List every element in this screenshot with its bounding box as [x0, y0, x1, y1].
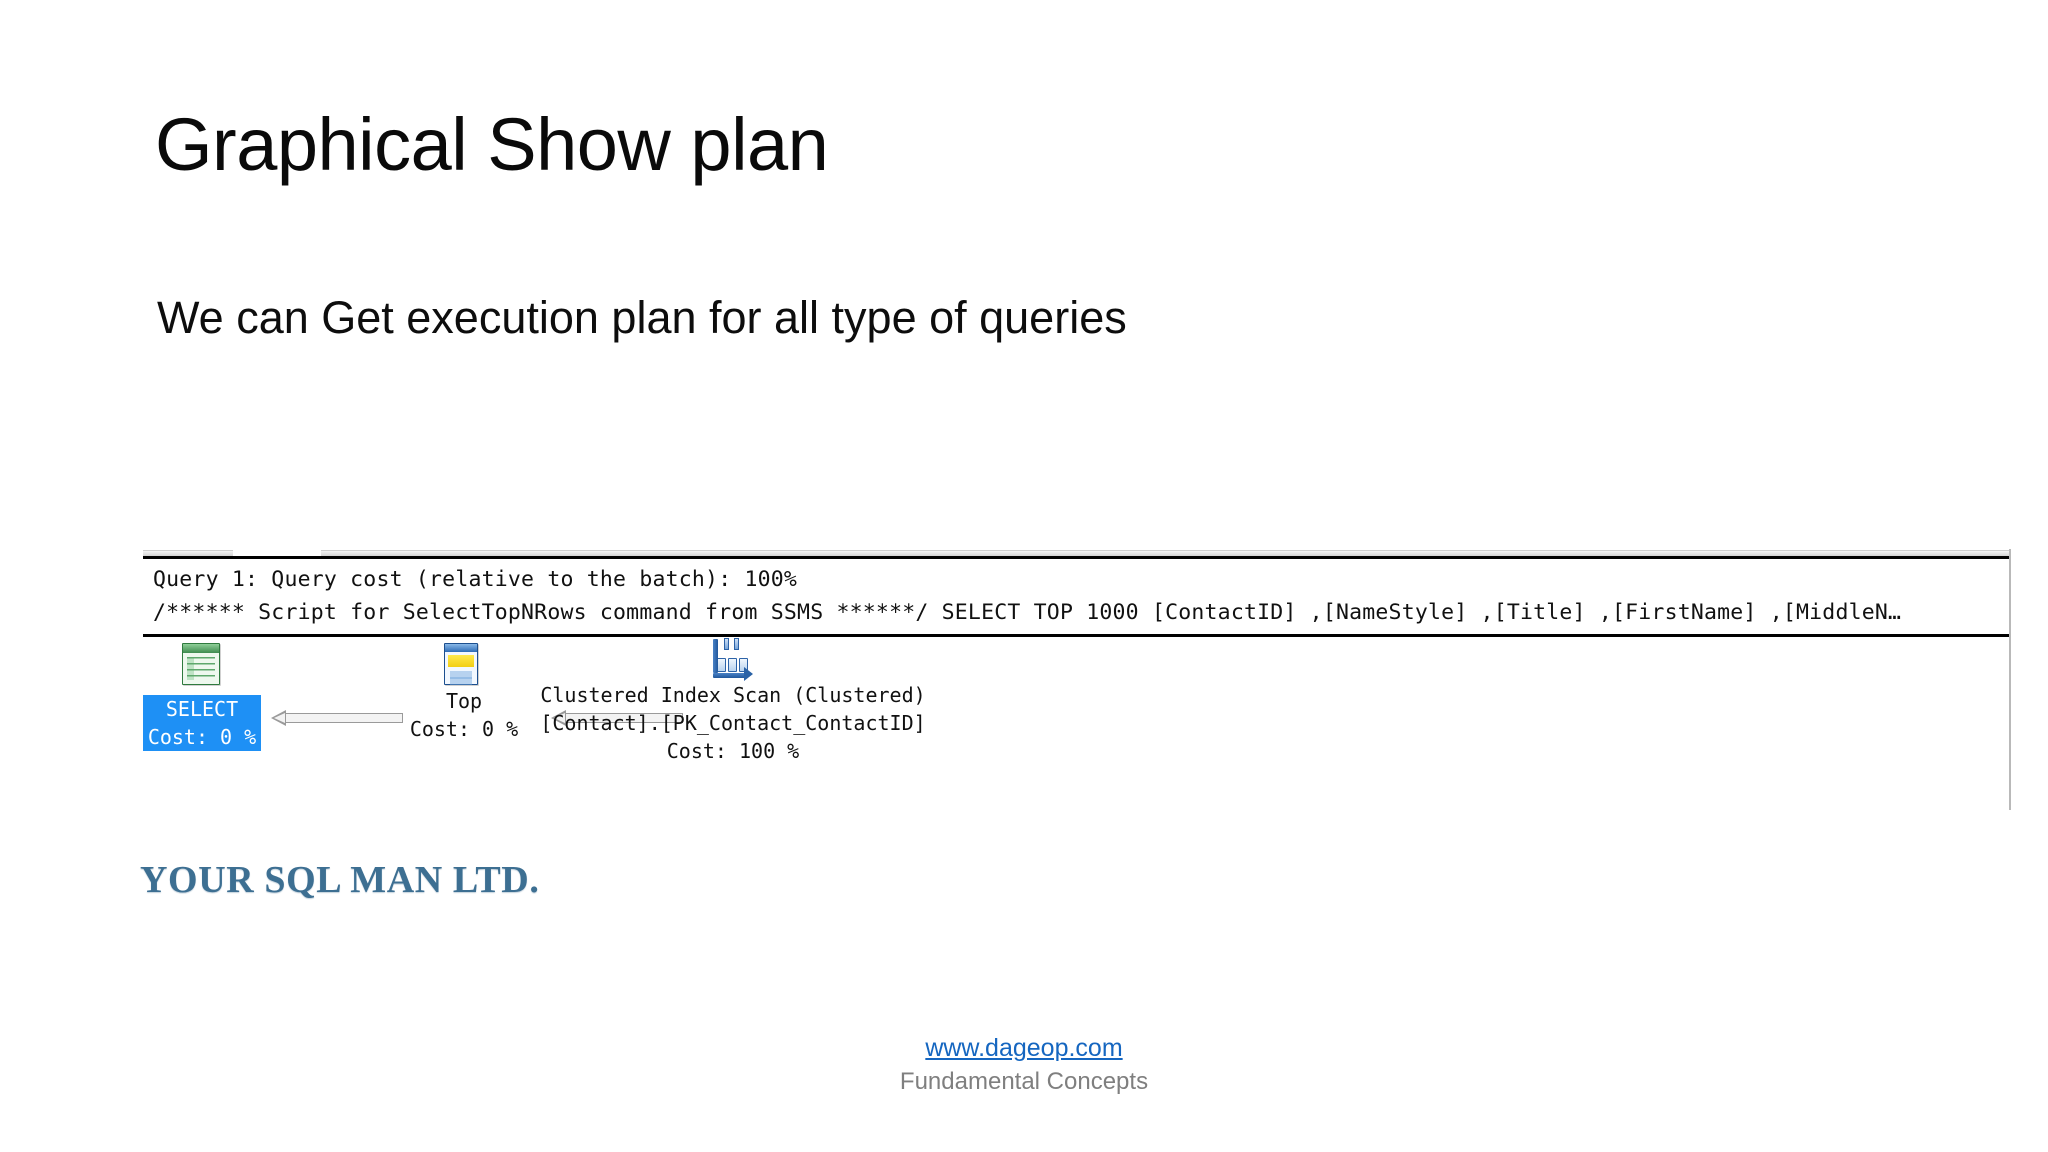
plan-divider-middle	[143, 634, 2009, 637]
plan-graph-canvas[interactable]: SELECT Cost: 0 % Top Cost: 0 %	[143, 637, 2009, 810]
slide-footer: www.dageop.com Fundamental Concepts	[0, 1032, 2048, 1098]
top-operator-icon	[444, 643, 484, 687]
plan-tab-strip	[143, 549, 2009, 556]
plan-arrow-top-to-select	[271, 710, 403, 726]
page-title: Graphical Show plan	[155, 103, 829, 186]
plan-node-select[interactable]: SELECT Cost: 0 %	[143, 643, 261, 763]
plan-node-top-cost: Cost: 0 %	[409, 717, 519, 741]
plan-node-scan-object: [Contact].[PK_Contact_ContactID]	[540, 711, 926, 735]
plan-node-select-label: SELECT	[165, 697, 239, 721]
company-logo: YOUR SQL MAN LTD.	[140, 859, 540, 901]
plan-node-clustered-index-scan[interactable]: Clustered Index Scan (Clustered) [Contac…	[533, 637, 933, 787]
query-cost-line: Query 1: Query cost (relative to the bat…	[153, 567, 798, 592]
footer-subtitle: Fundamental Concepts	[899, 1068, 1149, 1095]
plan-header-text: Query 1: Query cost (relative to the bat…	[153, 563, 2013, 629]
plan-node-scan-label: Clustered Index Scan (Clustered)	[540, 683, 926, 707]
plan-divider-top	[143, 556, 2009, 559]
footer-website-link[interactable]: www.dageop.com	[925, 1034, 1123, 1062]
execution-plan-panel: Query 1: Query cost (relative to the bat…	[143, 549, 2011, 810]
select-node-highlight[interactable]: SELECT Cost: 0 %	[143, 695, 261, 751]
plan-arrow-scan-to-top	[551, 710, 683, 726]
plan-tab-left[interactable]	[143, 550, 233, 556]
plan-tab-right[interactable]	[321, 550, 2009, 556]
query-script-line: /****** Script for SelectTopNRows comman…	[153, 600, 1902, 625]
slide-subtitle: We can Get execution plan for all type o…	[157, 292, 1127, 343]
plan-node-select-cost: Cost: 0 %	[147, 725, 257, 749]
plan-node-top-label: Top	[445, 689, 483, 713]
plan-node-top[interactable]: Top Cost: 0 %	[405, 643, 523, 763]
clustered-index-scan-icon	[712, 637, 754, 681]
plan-node-scan-cost: Cost: 100 %	[666, 739, 800, 763]
results-grid-icon	[182, 643, 222, 687]
